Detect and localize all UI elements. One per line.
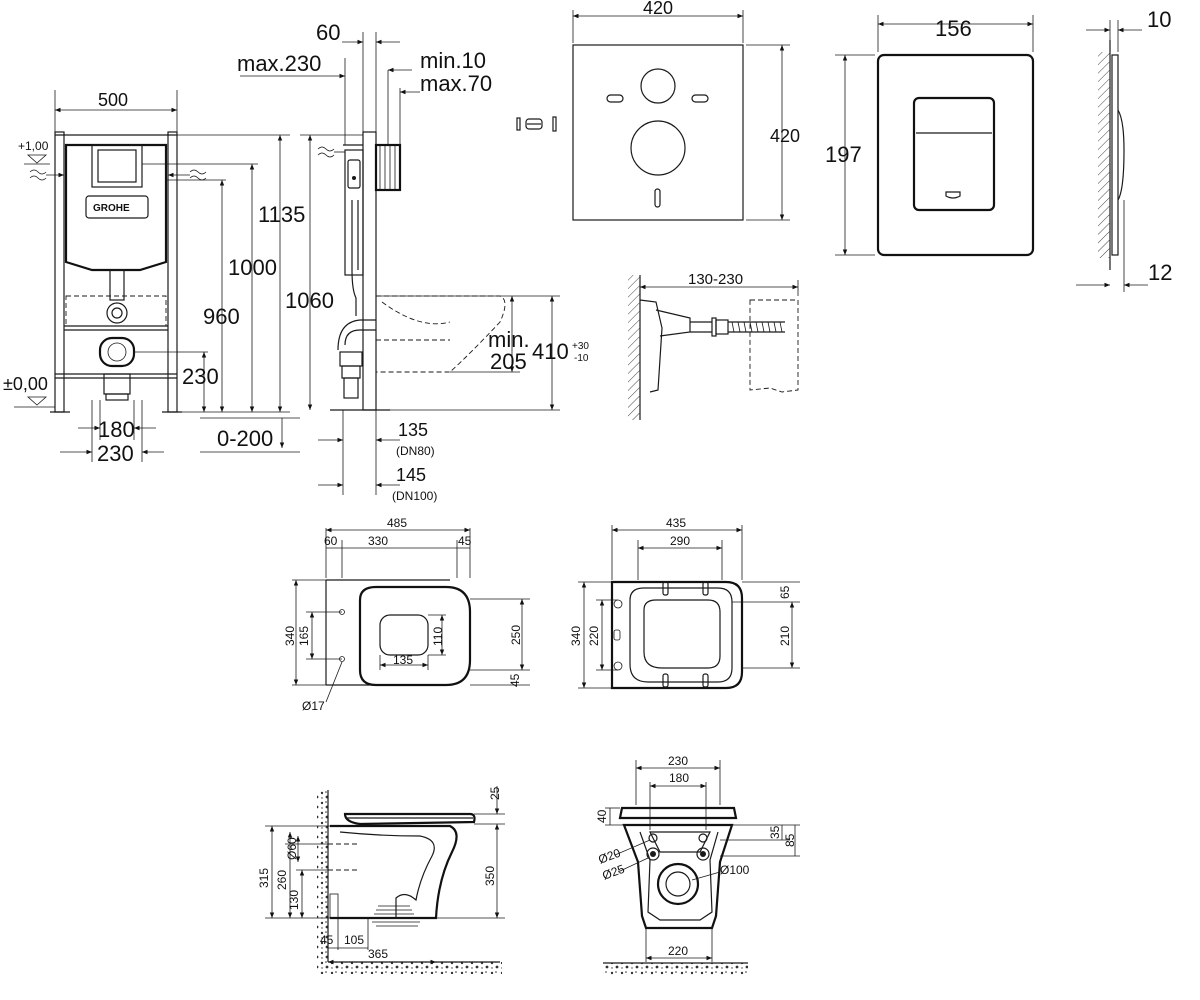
dim-45-bottom: 45 [320, 933, 334, 947]
dim-0-200: 0-200 [217, 426, 273, 451]
dim-pad-height: 420 [770, 126, 800, 146]
frame-side-view: min. 205 410 +30 -10 60 max.230 min.10 m… [237, 20, 589, 503]
dn100-label: (DN100) [392, 489, 437, 503]
dim-min-label: min. [488, 327, 530, 352]
dim-d60: Ø60 [285, 837, 299, 860]
dim-230-back: 230 [668, 754, 688, 768]
sound-insulation-pad: 420 420 [516, 0, 800, 221]
dim-220-seat: 220 [587, 626, 601, 646]
dim-60-top: 60 [324, 534, 338, 548]
dim-330: 330 [368, 534, 388, 548]
tol-plus: +30 [572, 341, 589, 352]
bowl-side-section: 25 350 315 260 Ø60 130 45 105 365 [257, 786, 505, 974]
dim-plate-12: 12 [1148, 260, 1172, 285]
flush-plate-view: 156 197 10 12 [825, 7, 1172, 292]
dim-410: 410 [532, 339, 569, 364]
dn80-label: (DN80) [396, 444, 435, 458]
dim-bracket-range: 130-230 [688, 271, 743, 288]
dim-485: 485 [387, 516, 407, 530]
dim-max70: max.70 [420, 71, 492, 96]
dim-pad-width: 420 [643, 0, 673, 18]
dim-45-side: 45 [508, 673, 522, 687]
dim-340-bowl: 340 [283, 626, 297, 646]
dim-frame-width: 500 [98, 90, 128, 110]
dim-365: 365 [368, 947, 388, 961]
dim-230-bottom: 230 [97, 441, 134, 466]
dim-d100: Ø100 [720, 863, 750, 877]
brand-logo: GROHE [93, 203, 130, 214]
dim-435: 435 [666, 516, 686, 530]
dim-180-back: 180 [669, 771, 689, 785]
dim-960: 960 [203, 304, 240, 329]
dim-135-inner: 135 [393, 653, 413, 667]
dim-25: 25 [488, 786, 502, 800]
dim-230-drain: 230 [182, 364, 219, 389]
dim-165: 165 [297, 626, 311, 646]
dim-60: 60 [316, 20, 340, 45]
seat-top-view: 435 290 340 220 65 210 [569, 516, 800, 690]
level-top-label: +1,00 [18, 139, 49, 153]
dim-250: 250 [509, 625, 523, 645]
dim-135: 135 [398, 420, 428, 440]
dim-180: 180 [98, 417, 135, 442]
dim-260: 260 [275, 870, 289, 890]
wall-bracket-view: 130-230 [628, 271, 799, 420]
dim-plate-10: 10 [1147, 7, 1171, 32]
bowl-top-view: 485 60 330 45 340 165 135 110 250 45 Ø17 [283, 516, 530, 713]
dim-205: 205 [490, 349, 527, 374]
dim-45-top: 45 [458, 534, 472, 548]
dim-290: 290 [670, 534, 690, 548]
dim-1135: 1135 [258, 202, 305, 227]
dim-210: 210 [778, 626, 792, 646]
dim-plate-width: 156 [935, 16, 972, 41]
dim-plate-height: 197 [825, 142, 862, 167]
dim-220-back: 220 [668, 944, 688, 958]
dim-350: 350 [483, 866, 497, 886]
dim-max230: max.230 [237, 51, 321, 76]
dim-85: 85 [783, 833, 797, 847]
frame-front-view: GROHE +1,00 ±0,00 [3, 90, 305, 466]
level-floor-label: ±0,00 [3, 374, 48, 394]
bowl-back-view: 230 180 40 35 85 Ø20 Ø25 Ø100 220 [595, 754, 800, 975]
dim-105: 105 [344, 933, 364, 947]
dim-min10: min.10 [420, 48, 486, 73]
dim-1000: 1000 [228, 255, 277, 280]
dim-hole-17: Ø17 [302, 699, 325, 713]
dim-110: 110 [431, 627, 445, 646]
dim-340-seat: 340 [569, 626, 583, 646]
dim-145: 145 [396, 465, 426, 485]
dim-130: 130 [287, 890, 301, 910]
dim-40: 40 [595, 809, 609, 823]
tol-minus: -10 [574, 353, 589, 364]
dim-315: 315 [257, 868, 271, 888]
dim-65: 65 [778, 585, 792, 599]
dim-1060: 1060 [285, 288, 334, 313]
dim-35: 35 [768, 825, 782, 839]
